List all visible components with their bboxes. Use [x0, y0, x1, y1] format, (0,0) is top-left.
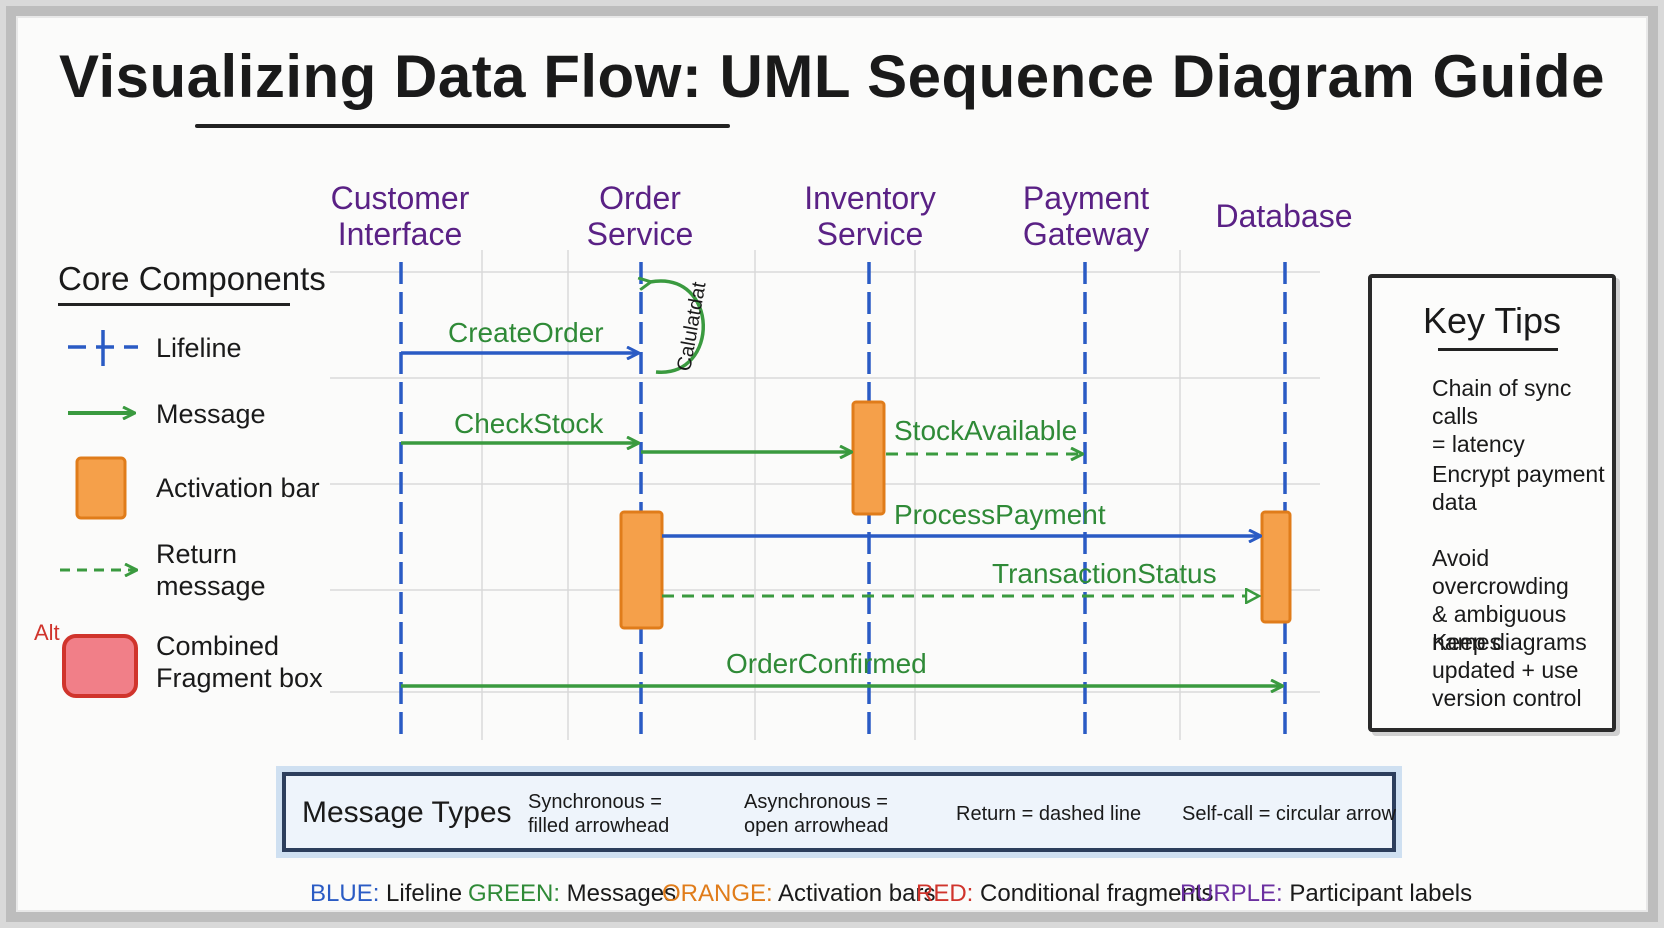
participant-payment-gateway: Payment Gateway	[996, 180, 1176, 252]
activation-bar-database	[1260, 510, 1292, 624]
async-line: open arrowhead	[744, 815, 889, 837]
sync-line: filled arrowhead	[528, 815, 670, 837]
participant-customer-interface: Customer Interface	[310, 180, 490, 252]
message-order-confirmed-label: OrderConfirmed	[726, 648, 927, 679]
color-key-orange: ORANGE: Activation bars	[662, 880, 935, 908]
self-call-arrow	[650, 281, 705, 374]
legend-lifeline-label: Lifeline	[156, 333, 242, 363]
legend-fragment-line1: Combined	[156, 631, 280, 661]
legend-fragment-box	[62, 634, 138, 698]
legend-lifeline-icon	[68, 330, 138, 366]
tip-line: data	[1432, 489, 1477, 515]
async-line: Asynchronous =	[744, 791, 888, 813]
participant-label: Order	[599, 180, 681, 216]
title-underline	[195, 124, 730, 128]
participant-database: Database	[1194, 198, 1374, 234]
color-key-blue: BLUE: Lifeline	[310, 880, 462, 908]
return-description: Return = dashed line	[956, 803, 1142, 825]
core-components-title: Core Components	[58, 260, 326, 297]
message-stock-available-label: StockAvailable	[894, 415, 1077, 446]
message-create-order-label: CreateOrder	[448, 317, 604, 348]
key-tips-title: Key Tips	[1422, 300, 1562, 341]
participant-label: Gateway	[1022, 216, 1150, 252]
color-key-purple: PURPLE: Participant labels	[1180, 880, 1472, 908]
page-title: Visualizing Data Flow: UML Sequence Diag…	[59, 43, 1605, 110]
legend-activation-bar	[75, 456, 127, 520]
color-key-text: Lifeline	[379, 880, 463, 907]
color-key-red: RED: Conditional fragments	[916, 880, 1213, 908]
color-key-tag: RED:	[916, 880, 974, 907]
tip-line: updated + use	[1432, 657, 1579, 683]
legend-alt-tag: Alt	[34, 620, 60, 645]
participant-label: Customer	[330, 180, 470, 216]
color-key-tag: GREEN:	[468, 880, 561, 907]
color-key-text: Activation bars	[772, 880, 936, 907]
legend-fragment-label: Combined Fragment box	[156, 630, 323, 694]
sync-line: Synchronous =	[528, 791, 662, 813]
color-key-tag: PURPLE:	[1180, 880, 1283, 907]
legend-activation-bar-label: Activation bar	[156, 473, 320, 503]
tip-line: Encrypt payment	[1432, 461, 1605, 487]
participant-label: Inventory	[804, 180, 936, 216]
tip-latency: Chain of sync calls = latency	[1432, 374, 1614, 458]
message-process-payment-label: ProcessPayment	[894, 499, 1106, 530]
participant-label: Service	[816, 216, 924, 252]
participant-inventory-service: Inventory Service	[780, 180, 960, 252]
color-key-text: Messages	[560, 880, 677, 907]
color-key-tag: ORANGE:	[662, 880, 773, 907]
sync-description: Synchronous = filled arrowhead	[528, 790, 669, 838]
tip-overcrowding: Avoid overcrowding & ambiguous names	[1432, 544, 1614, 656]
self-call-label: Calulatdat	[673, 280, 710, 373]
tip-line: Keep diagrams	[1432, 629, 1587, 655]
legend-return-line2: message	[156, 571, 266, 601]
key-tips-panel: Key Tips Chain of sync calls = latency E…	[1368, 274, 1616, 732]
color-key-text: Conditional fragments	[973, 880, 1214, 907]
tip-line: & ambiguous names	[1432, 601, 1567, 655]
color-key-tag: BLUE:	[310, 880, 380, 907]
key-tips-underline	[1438, 348, 1558, 351]
legend-fragment-line2: Fragment box	[156, 663, 323, 693]
tip-version-control: Keep diagrams updated + use version cont…	[1432, 628, 1614, 712]
message-transaction-status-label: TransactionStatus	[992, 558, 1217, 589]
self-call-description: Self-call = circular arrow	[1182, 803, 1396, 825]
legend-return-line1: Return	[156, 539, 238, 569]
legend-message-label: Message	[156, 399, 266, 429]
activation-bar-order	[619, 510, 664, 630]
participant-order-service: Order Service	[550, 180, 730, 252]
grid	[330, 250, 1320, 740]
participant-label: Database	[1215, 198, 1353, 234]
participant-label: Service	[586, 216, 694, 252]
legend-return-label: Return message	[156, 538, 266, 602]
async-description: Asynchronous = open arrowhead	[744, 790, 889, 838]
tip-line: = latency	[1432, 431, 1525, 457]
tip-line: version control	[1432, 685, 1582, 711]
color-key-green: GREEN: Messages	[468, 880, 676, 908]
core-components-underline	[58, 303, 290, 306]
message-check-stock-label: CheckStock	[454, 408, 604, 439]
tip-line: Chain of sync calls	[1432, 375, 1572, 429]
participant-label: Interface	[337, 216, 463, 252]
tip-encrypt: Encrypt payment data	[1432, 460, 1614, 516]
participant-label: Payment	[1022, 180, 1150, 216]
tip-line: Avoid overcrowding	[1432, 545, 1569, 599]
activation-bar-inventory	[851, 400, 886, 516]
message-types-title: Message Types	[302, 796, 512, 829]
color-key-text: Participant labels	[1282, 880, 1473, 907]
message-types-panel: Message Types Synchronous = filled arrow…	[282, 772, 1396, 852]
